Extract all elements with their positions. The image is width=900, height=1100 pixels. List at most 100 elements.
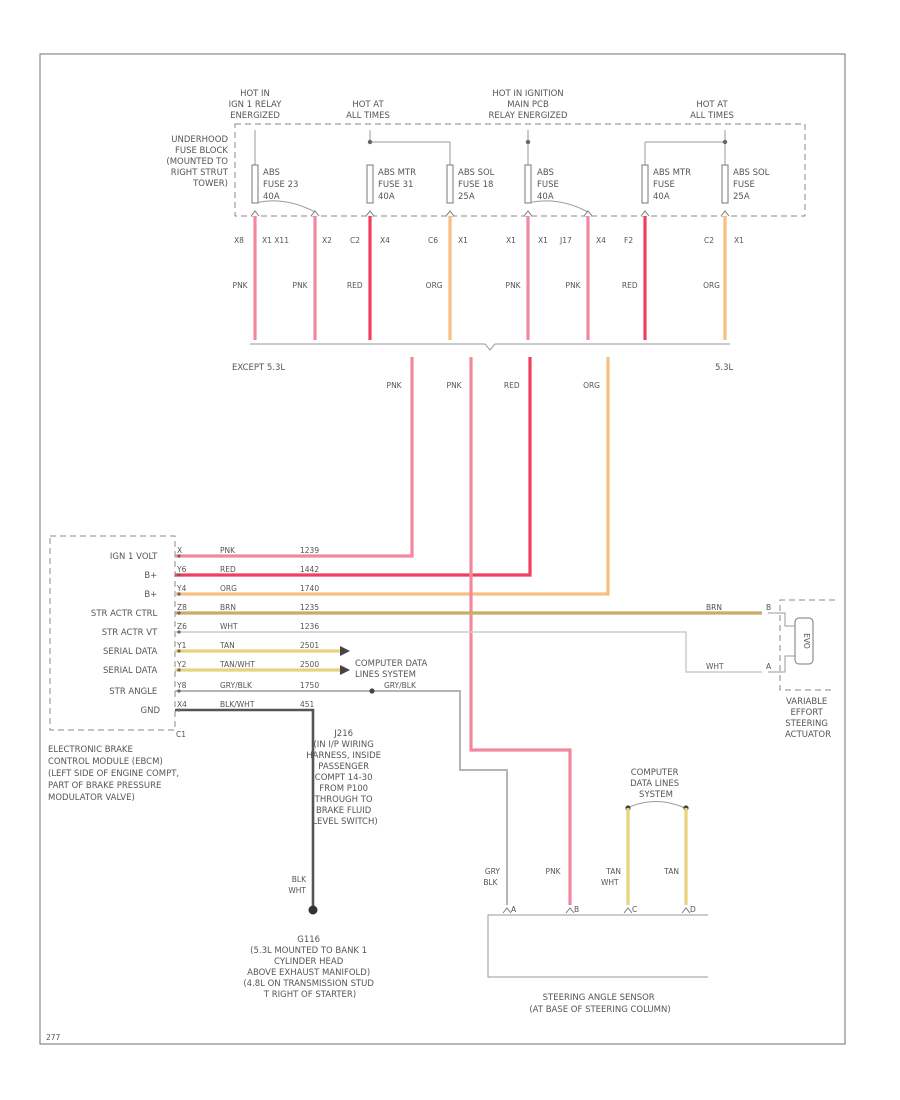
pin-marker — [177, 573, 181, 577]
ebcm-connector: C1 — [176, 730, 186, 739]
variant-right: 5.3L — [715, 363, 734, 373]
splice-dot — [369, 688, 375, 694]
data-link-arrows — [340, 646, 350, 675]
fuse-symbol — [721, 164, 729, 204]
terminal — [445, 210, 455, 217]
fuse-symbols — [251, 164, 729, 204]
variant-brace — [250, 343, 730, 351]
terminal — [720, 210, 730, 217]
wire-org — [175, 357, 610, 596]
terminal — [583, 210, 593, 217]
splice-dot — [525, 139, 531, 145]
fuse-terminals — [250, 210, 730, 217]
terminal — [365, 210, 375, 217]
wire-pnk — [469, 357, 572, 905]
wire-color-labels: PNK PNK RED ORG PNK PNK RED ORG — [233, 281, 721, 290]
diagram-frame — [39, 53, 846, 1045]
fuse-pin-labels: X8 X1 X11 X2 C2 X4 C6 X1 X1 X1 J17 X4 F2… — [234, 236, 744, 245]
ebcm-pin-labels: X Y6 Y4 Z8 Z6 Y1 Y2 Y8 X4 — [176, 546, 189, 709]
actuator-symbol: EVO — [802, 633, 811, 649]
pin-marker — [177, 554, 181, 558]
wire-gry — [175, 690, 508, 905]
fuse-symbol — [641, 164, 649, 204]
ebcm-function-labels: IGN 1 VOLT B+ B+ STR ACTR CTRL STR ACTR … — [91, 552, 161, 716]
terminal — [640, 210, 650, 217]
sensor-terminals — [502, 907, 691, 914]
splice-dot — [722, 139, 728, 145]
actuator-coil-icon — [794, 617, 814, 665]
ebcm-outline — [49, 535, 176, 731]
pin-marker — [177, 689, 181, 693]
splice-dot — [367, 139, 373, 145]
terminal — [565, 907, 575, 914]
terminal — [623, 907, 633, 914]
pin-marker — [177, 630, 181, 634]
pin-marker — [177, 668, 181, 672]
ground-icon — [308, 905, 318, 915]
fuse-jumper — [254, 200, 589, 213]
splice-color-label: GRY/BLK — [384, 681, 417, 690]
fuse-block-outline — [234, 123, 806, 217]
actuator-outline — [779, 599, 835, 691]
fuse-symbol — [251, 164, 259, 204]
pin-marker — [177, 649, 181, 653]
terminal — [310, 210, 320, 217]
wire-blk — [175, 708, 315, 908]
ground-label: G116 (5.3L MOUNTED TO BANK 1 CYLINDER HE… — [243, 935, 376, 1000]
fuse-wires: PNK PNK RED ORG PNK PNK RED ORG EXCEPT 5… — [232, 216, 734, 390]
fuse-symbol — [446, 164, 454, 204]
pin-marker — [177, 611, 181, 615]
actuator-leads — [768, 612, 795, 673]
bus-line — [254, 130, 726, 165]
ebcm-wires — [175, 357, 762, 908]
terminal — [502, 907, 512, 914]
ebcm-wire-color-labels: PNK RED ORG BRN WHT TAN TAN/WHT GRY/BLK … — [219, 546, 257, 709]
variant-left: EXCEPT 5.3L — [232, 363, 285, 373]
terminal — [523, 210, 533, 217]
sensor-label: STEERING ANGLE SENSOR (AT BASE OF STEERI… — [529, 993, 670, 1015]
pin-marker — [177, 708, 181, 712]
sensor-pin-labels: A B C D — [511, 905, 696, 914]
wire-pnk — [175, 357, 414, 558]
figure-code: 277 — [46, 1033, 61, 1042]
terminal — [250, 210, 260, 217]
pin-marker — [177, 592, 181, 596]
fuse-symbol — [366, 164, 374, 204]
sensor-data-brackets — [626, 801, 686, 809]
sensor-outline — [487, 914, 708, 978]
actuator-label: VARIABLE EFFORT STEERING ACTUATOR — [785, 697, 831, 740]
wire-wht — [175, 631, 762, 673]
arrow-icon — [340, 665, 350, 675]
ebcm-pin-markers — [177, 554, 181, 712]
arrow-icon — [340, 646, 350, 656]
trunk-color-labels: PNK PNK RED ORG — [387, 381, 601, 390]
sensor-data-link-label: COMPUTER DATA LINES SYSTEM — [630, 768, 682, 800]
j216-label: J216 (IN I/P WIRING HARNESS, INSIDE PASS… — [306, 729, 383, 827]
ebcm-circuit-labels: 1239 1442 1740 1235 1236 2501 2500 1750 … — [300, 546, 321, 709]
terminal — [681, 907, 691, 914]
fuse-symbol — [524, 164, 532, 204]
wire-red — [175, 357, 532, 577]
